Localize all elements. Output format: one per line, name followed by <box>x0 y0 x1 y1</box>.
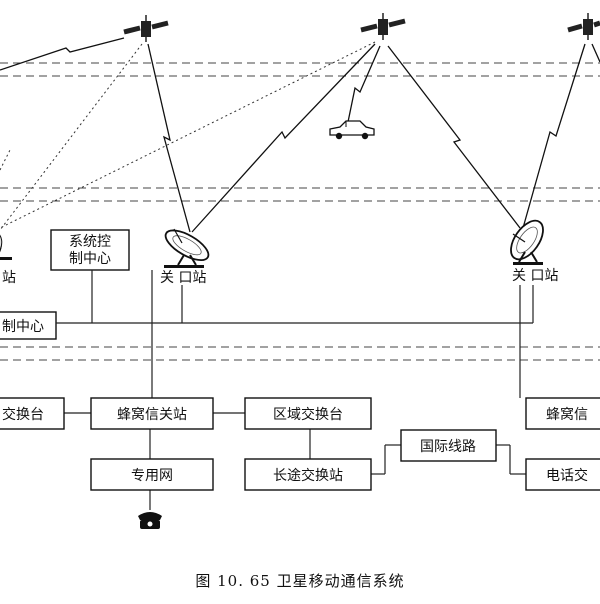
dotted-link <box>0 41 376 229</box>
system-control-center-line2: 制中心 <box>69 251 111 267</box>
radio-link <box>0 37 125 71</box>
ground-wiring <box>56 270 534 510</box>
satellite-icon <box>360 13 406 40</box>
international-line-box <box>400 429 497 462</box>
radio-links <box>0 37 600 233</box>
gateway-station-mid-label: 关 口站 <box>160 270 206 286</box>
exchange-left-box <box>0 397 65 430</box>
telephone-exchange-right-label: 电话交 <box>546 467 588 484</box>
control-center-left-box <box>0 311 57 340</box>
exchange-left-label: 交换台 <box>2 406 44 423</box>
radio-link <box>591 43 600 63</box>
cellular-gateway-label: 蜂窝信关站 <box>117 406 187 423</box>
car-icon <box>329 120 375 140</box>
radio-link <box>191 43 376 233</box>
satellite-dish-icon <box>164 228 210 268</box>
gateway-station-left-label: 站 <box>2 270 16 286</box>
private-network-box <box>90 458 214 491</box>
cellular-right-label: 蜂窝信 <box>546 406 588 423</box>
satellite-dish-icon <box>0 234 12 260</box>
dotted-link <box>0 43 143 231</box>
cellular-gateway-box <box>90 397 214 430</box>
telephone-icon <box>138 512 162 529</box>
satellite-icon <box>567 13 600 40</box>
control-center-left-label: 制中心 <box>2 319 44 335</box>
dotted-link <box>0 149 11 171</box>
cellular-right-box <box>525 397 600 430</box>
radio-link <box>387 45 521 229</box>
regional-exchange-box <box>244 397 372 430</box>
gateway-station-right-label: 关 口站 <box>512 268 558 284</box>
system-control-center-box <box>50 229 130 271</box>
private-network-label: 专用网 <box>131 468 173 484</box>
radio-link <box>522 43 586 229</box>
satellite-dish-icon <box>510 219 544 265</box>
system-control-center-line1: 系统控 <box>69 234 111 250</box>
layer-separators <box>0 62 600 361</box>
long-distance-exchange-box <box>244 458 372 491</box>
radio-link <box>147 43 191 233</box>
telephone-exchange-right-box <box>525 458 600 491</box>
dotted-links <box>0 41 376 231</box>
radio-link <box>347 45 381 123</box>
long-distance-exchange-label: 长途交换站 <box>273 467 343 484</box>
figure-caption: 图 10. 65 卫星移动通信系统 <box>195 572 404 590</box>
international-line-label: 国际线路 <box>420 439 476 455</box>
regional-exchange-label: 区域交换台 <box>273 406 343 423</box>
satellite-icon <box>123 15 169 42</box>
